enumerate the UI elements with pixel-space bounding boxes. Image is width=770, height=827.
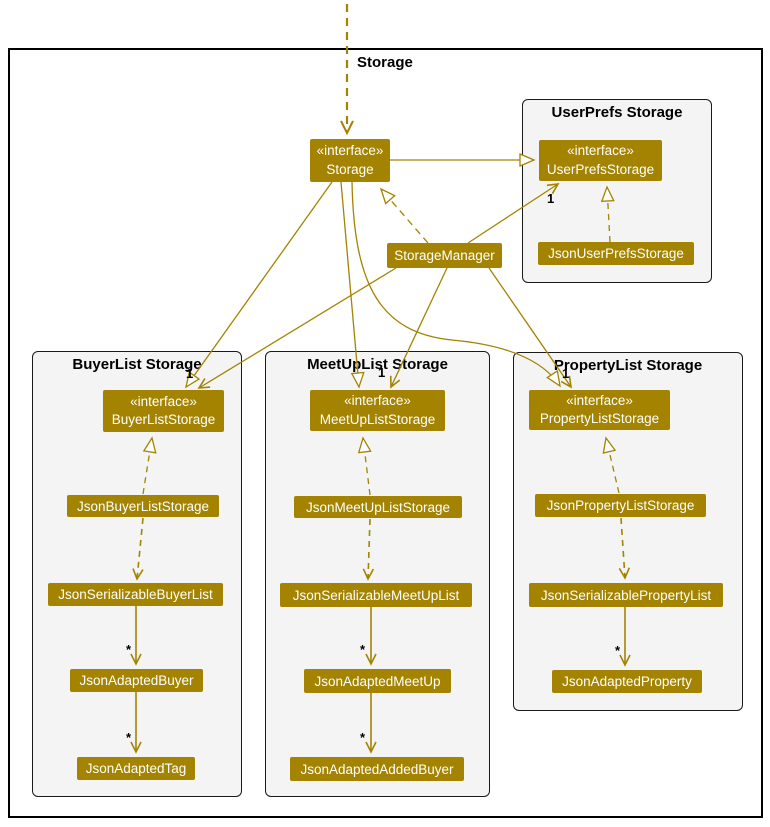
multiplicity-many-meetup-2: * xyxy=(360,730,366,745)
jsonbuyerliststorage-label: JsonBuyerListStorage xyxy=(76,498,210,514)
storagemanager-label: StorageManager xyxy=(394,248,495,263)
userprefsstorage-name: UserPrefsStorage xyxy=(546,161,655,177)
jsonserializablepropertylist-label: JsonSerializablePropertyList xyxy=(540,587,712,603)
node-jsonserializablepropertylist: JsonSerializablePropertyList xyxy=(529,583,723,607)
jsonadaptedbuyer-label: JsonAdaptedBuyer xyxy=(79,673,194,688)
node-buyerliststorage-interface: «interface» BuyerListStorage xyxy=(103,390,224,432)
jsonserializablemeetuplist-label: JsonSerializableMeetUpList xyxy=(292,587,460,603)
node-jsonadaptedbuyer: JsonAdaptedBuyer xyxy=(70,669,203,692)
node-storage-interface: «interface» Storage xyxy=(310,139,390,182)
node-jsonadaptedproperty: JsonAdaptedProperty xyxy=(552,670,702,693)
userprefsstorage-stereotype: «interface» xyxy=(567,143,634,159)
multiplicity-one-property: 1 xyxy=(562,366,570,381)
multiplicity-many-property: * xyxy=(615,643,621,658)
meetupliststorage-name: MeetUpListStorage xyxy=(319,411,436,427)
multiplicity-many-buyer-1: * xyxy=(126,642,132,657)
node-jsonadaptedaddedbuyer: JsonAdaptedAddedBuyer xyxy=(290,757,464,781)
diagram-title: Storage xyxy=(357,54,413,71)
node-jsonserializablebuyerlist: JsonSerializableBuyerList xyxy=(48,583,223,606)
node-jsonmeetupliststorage: JsonMeetUpListStorage xyxy=(294,496,462,518)
jsonadaptedproperty-label: JsonAdaptedProperty xyxy=(562,674,692,689)
node-jsonadaptedmeetup: JsonAdaptedMeetUp xyxy=(304,669,451,693)
jsonadaptedmeetup-label: JsonAdaptedMeetUp xyxy=(314,673,441,689)
node-propertyliststorage-interface: «interface» PropertyListStorage xyxy=(529,390,670,430)
multiplicity-many-meetup-1: * xyxy=(360,642,366,657)
multiplicity-one-userprefs: 1 xyxy=(547,191,555,206)
jsonadaptedtag-label: JsonAdaptedTag xyxy=(85,761,187,776)
propertyliststorage-name: PropertyListStorage xyxy=(539,411,660,426)
multiplicity-one-meetup: 1 xyxy=(378,365,386,380)
package-userprefs-title: UserPrefs Storage xyxy=(551,104,683,121)
node-jsonserializablemeetuplist: JsonSerializableMeetUpList xyxy=(280,583,472,607)
jsonmeetupliststorage-label: JsonMeetUpListStorage xyxy=(305,499,451,515)
node-jsonuserprefsstorage: JsonUserPrefsStorage xyxy=(538,242,694,265)
meetupliststorage-stereotype: «interface» xyxy=(344,393,411,409)
buyerliststorage-name: BuyerListStorage xyxy=(111,412,216,427)
node-userprefsstorage-interface: «interface» UserPrefsStorage xyxy=(539,140,662,181)
storage-interface-name: Storage xyxy=(326,161,374,177)
buyerliststorage-stereotype: «interface» xyxy=(130,393,197,409)
jsonuserprefsstorage-label: JsonUserPrefsStorage xyxy=(548,246,684,261)
propertyliststorage-stereotype: «interface» xyxy=(566,392,633,408)
package-buyerlist-title: BuyerList Storage xyxy=(72,356,202,373)
jsonserializablebuyerlist-label: JsonSerializableBuyerList xyxy=(58,587,213,602)
package-propertylist-title: PropertyList Storage xyxy=(553,357,703,374)
node-storagemanager: StorageManager xyxy=(387,243,502,268)
multiplicity-one-buyer: 1 xyxy=(186,366,194,381)
node-jsonpropertyliststorage: JsonPropertyListStorage xyxy=(535,494,706,517)
jsonadaptedaddedbuyer-label: JsonAdaptedAddedBuyer xyxy=(300,761,454,777)
multiplicity-many-buyer-2: * xyxy=(126,730,132,745)
node-jsonadaptedtag: JsonAdaptedTag xyxy=(77,757,195,780)
jsonpropertyliststorage-label: JsonPropertyListStorage xyxy=(546,498,695,513)
node-meetupliststorage-interface: «interface» MeetUpListStorage xyxy=(310,390,445,431)
node-jsonbuyerliststorage: JsonBuyerListStorage xyxy=(67,495,219,517)
storage-interface-stereotype: «interface» xyxy=(316,143,384,159)
